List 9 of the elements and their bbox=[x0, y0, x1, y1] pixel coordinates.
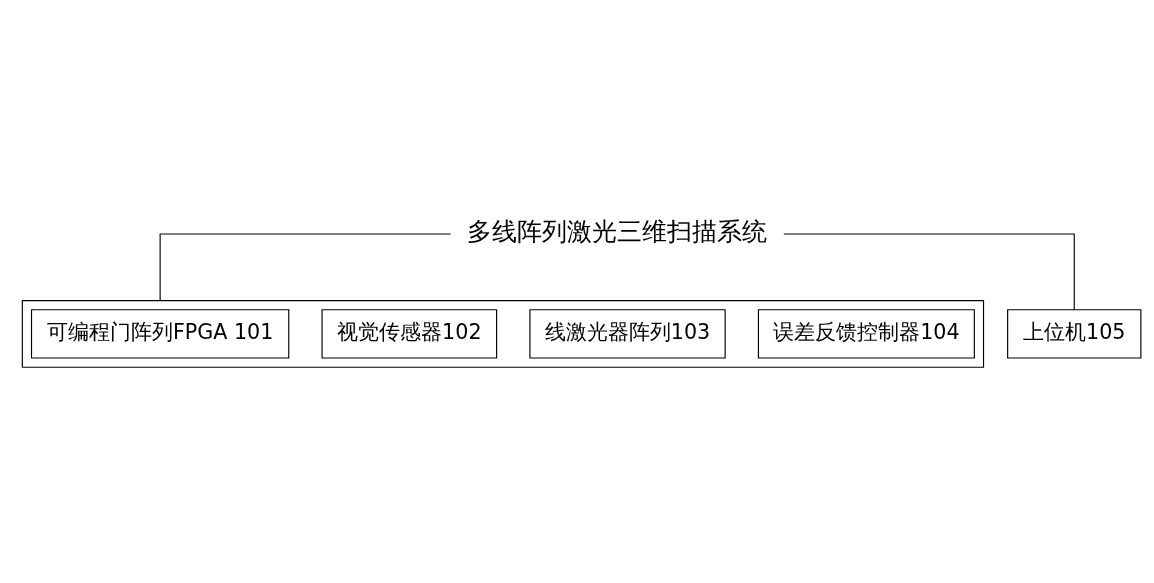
node-box: 上位机105 bbox=[1007, 308, 1142, 359]
connector bbox=[783, 232, 1075, 310]
cluster bbox=[21, 299, 985, 368]
node-box: 视觉传感器102 bbox=[321, 308, 498, 359]
connector bbox=[159, 232, 452, 301]
node-box: 线激光器阵列103 bbox=[529, 308, 726, 359]
node-box: 误差反馈控制器104 bbox=[757, 308, 975, 359]
node-box: 可编程门阵列FPGA 101 bbox=[30, 308, 290, 359]
node-text: 多线阵列激光三维扫描系统 bbox=[467, 216, 768, 246]
